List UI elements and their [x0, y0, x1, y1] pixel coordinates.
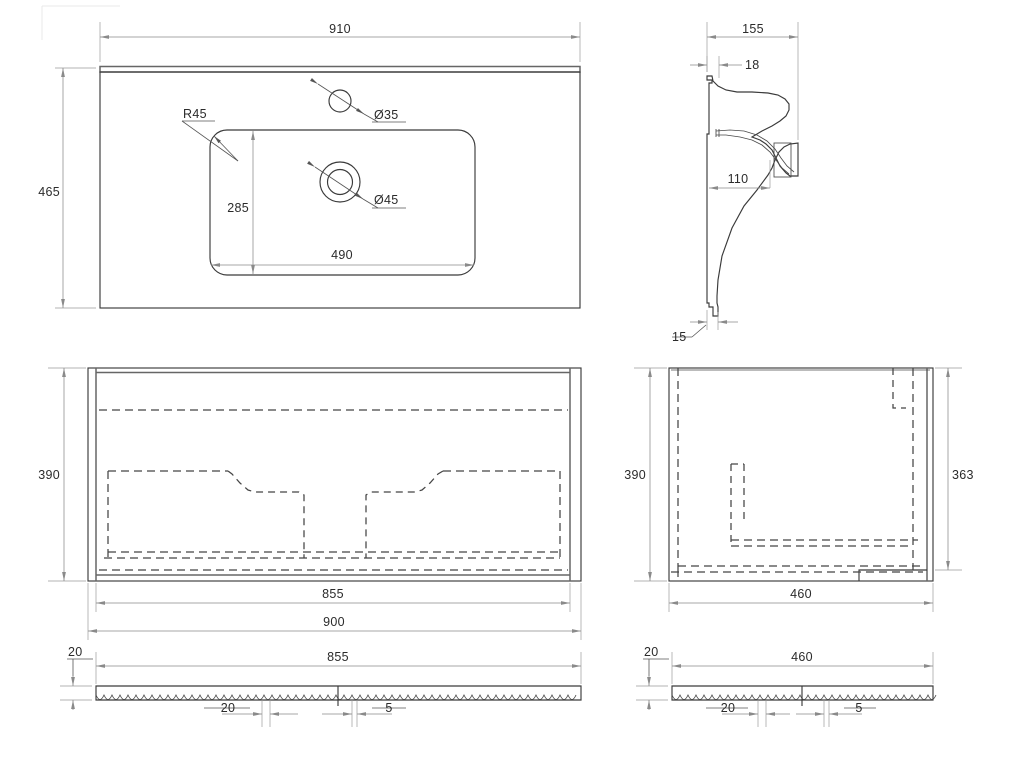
dim-460-side: 460 — [668, 583, 934, 612]
dim-label-465: 465 — [38, 185, 60, 199]
dim-460-side-section: 460 — [671, 650, 934, 684]
dim-label-15: 15 — [672, 330, 687, 344]
waste-hole-outer-circle — [319, 161, 361, 203]
dim-20-front-pitch: 20 — [204, 700, 298, 727]
dim-label-20-front-pitch: 20 — [221, 701, 236, 715]
dim-900-front: 900 — [87, 583, 582, 640]
backsplash-strip — [99, 65, 581, 73]
dim-155: 155 — [706, 22, 799, 140]
dim-label-20-front-thickness: 20 — [68, 645, 83, 659]
leader-diameter-35: Ø35 — [310, 77, 406, 123]
dim-label-20-side-pitch: 20 — [721, 701, 736, 715]
dim-label-110: 110 — [728, 172, 749, 186]
hidden-side-bracket — [892, 368, 906, 409]
cabinet-side-outline — [668, 367, 934, 582]
sheet-border — [41, 5, 120, 40]
dim-label-20-side-thickness: 20 — [644, 645, 659, 659]
dim-label-5-front-groove: 5 — [385, 701, 392, 715]
dim-390-side: 390 — [624, 367, 667, 582]
dim-465: 465 — [38, 67, 96, 309]
basin-section-profile — [706, 75, 799, 317]
dim-910: 910 — [99, 22, 581, 62]
dim-20-side-thickness: 20 — [636, 645, 669, 710]
dim-label-d45: Ø45 — [374, 193, 399, 207]
bowl-outline — [209, 129, 476, 276]
cabinet-side-bottom-notch — [858, 569, 927, 581]
leader-R45: R45 — [181, 107, 239, 162]
dim-label-285: 285 — [227, 201, 249, 215]
basin-section-inner-line-2 — [715, 129, 795, 173]
washbasin-top-view: 910 465 R45 Ø35 Ø45 — [38, 22, 581, 309]
front-panel-wave-edge — [95, 693, 577, 700]
dim-110: 110 — [709, 160, 771, 190]
dim-285: 285 — [227, 131, 255, 274]
dim-363-side: 363 — [935, 367, 974, 571]
dim-label-155: 155 — [742, 22, 764, 36]
vanity-unit-front-elevation: 390 855 900 — [38, 367, 582, 640]
dim-label-490: 490 — [331, 248, 353, 262]
dim-20-side-pitch: 20 — [706, 700, 790, 727]
dim-label-363-side: 363 — [952, 468, 974, 482]
dim-label-910: 910 — [329, 22, 351, 36]
hidden-drawer-step-left — [227, 470, 305, 558]
side-panel-wave-edge — [671, 693, 937, 700]
dim-label-900-front: 900 — [323, 615, 345, 629]
basin-section-inner-line-1 — [716, 134, 790, 175]
dim-20-front-thickness: 20 — [60, 645, 93, 710]
dim-label-5-side-groove: 5 — [855, 701, 862, 715]
section-block-detail — [773, 142, 792, 178]
dim-15: 15 — [672, 310, 738, 344]
dim-855-front: 855 — [95, 583, 571, 612]
washbasin-side-section-view: 155 18 110 15 — [672, 22, 799, 344]
dim-855-front-section: 855 — [95, 650, 582, 684]
waste-hole-inner-circle — [326, 168, 354, 196]
dim-label-390-side: 390 — [624, 468, 646, 482]
basin-top-outline — [99, 71, 581, 309]
dim-label-460-side-section: 460 — [791, 650, 813, 664]
dim-390-front: 390 — [38, 367, 86, 582]
dim-label-390-front: 390 — [38, 468, 60, 482]
hidden-drawer-step-right — [365, 470, 444, 558]
dim-18: 18 — [690, 56, 760, 78]
dim-490: 490 — [211, 248, 474, 267]
cabinet-front-outline — [87, 367, 582, 582]
dim-label-d35: Ø35 — [374, 108, 399, 122]
leader-diameter-45: Ø45 — [307, 160, 406, 209]
dim-5-front-groove: 5 — [322, 700, 406, 727]
dim-label-855-front: 855 — [322, 587, 344, 601]
dim-5-side-groove: 5 — [796, 700, 876, 727]
dim-label-18: 18 — [745, 58, 760, 72]
dim-label-855-front-section: 855 — [327, 650, 349, 664]
dim-label-R45: R45 — [183, 107, 207, 121]
vanity-unit-side-elevation: 390 363 460 — [624, 367, 974, 612]
side-panel-corrugated-section: 20 460 20 5 — [636, 645, 937, 727]
front-panel-corrugated-section: 20 855 20 5 — [60, 645, 582, 727]
dim-label-460-side: 460 — [790, 587, 812, 601]
